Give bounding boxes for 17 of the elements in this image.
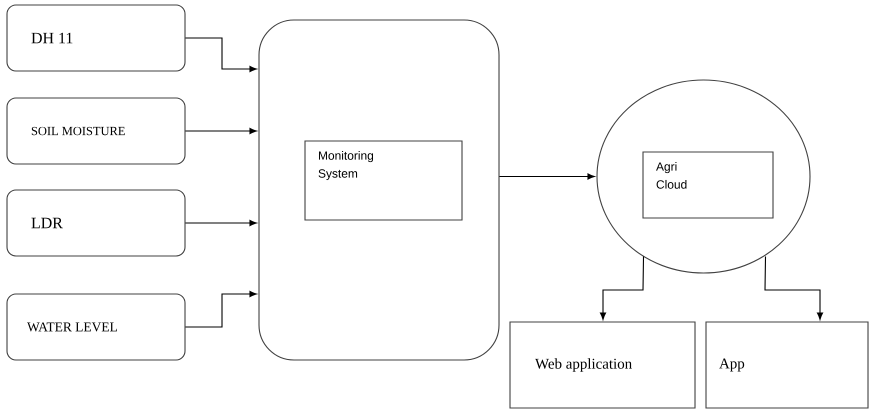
cloud-ellipse <box>596 79 811 274</box>
sensor-box: LDR <box>6 189 186 257</box>
arrow <box>500 173 595 180</box>
sensor-box: SOIL MOISTURE <box>6 97 186 165</box>
arrow <box>186 37 257 72</box>
controller-box <box>258 19 500 361</box>
process-box: Agri Cloud <box>642 151 774 219</box>
arrow <box>600 256 644 320</box>
sensor-box: DH 11 <box>6 4 186 72</box>
process-box: App <box>705 321 869 409</box>
process-box: Web application <box>509 321 696 409</box>
sensor-box: WATER LEVEL <box>6 293 186 361</box>
process-box: Monitoring System <box>304 140 463 221</box>
arrow <box>186 128 257 134</box>
arrow <box>186 290 257 328</box>
arrow <box>186 220 257 226</box>
arrow <box>764 256 824 320</box>
